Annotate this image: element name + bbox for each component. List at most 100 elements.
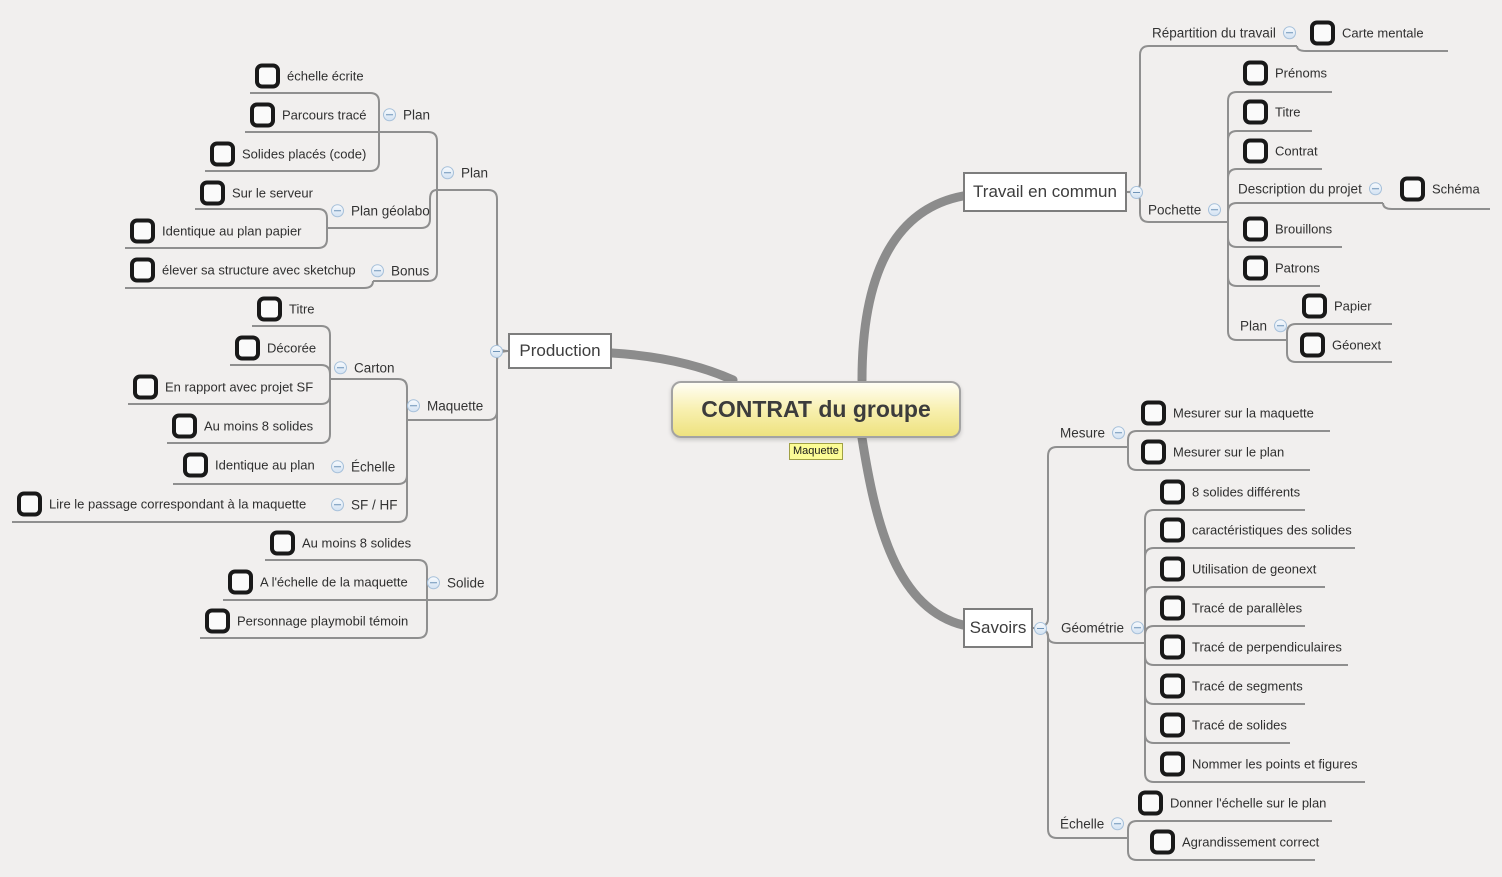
checkbox-icon[interactable] bbox=[1243, 216, 1268, 242]
node-geonext[interactable]: Géonext bbox=[1300, 332, 1381, 358]
node-production[interactable]: Production bbox=[508, 333, 612, 369]
node-solides-places[interactable]: Solides placés (code) bbox=[210, 141, 366, 167]
checkbox-icon[interactable] bbox=[205, 608, 230, 634]
node-carton[interactable]: Carton bbox=[334, 361, 395, 375]
collapse-icon[interactable] bbox=[1130, 186, 1143, 199]
checkbox-icon[interactable] bbox=[1160, 634, 1185, 660]
node-nommer-points-figures[interactable]: Nommer les points et figures bbox=[1160, 751, 1357, 777]
node-agrandissement-correct[interactable]: Agrandissement correct bbox=[1150, 829, 1319, 855]
collapse-icon[interactable] bbox=[490, 345, 503, 358]
node-en-rapport-projet-sf[interactable]: En rapport avec projet SF bbox=[133, 374, 313, 400]
collapse-icon[interactable] bbox=[331, 460, 344, 474]
checkbox-icon[interactable] bbox=[130, 257, 155, 283]
node-echelle-ecrite[interactable]: échelle écrite bbox=[255, 63, 364, 89]
collapse-icon[interactable] bbox=[371, 264, 384, 278]
node-contrat[interactable]: Contrat bbox=[1243, 138, 1318, 164]
checkbox-icon[interactable] bbox=[1160, 751, 1185, 777]
node-8-solides-differents[interactable]: 8 solides différents bbox=[1160, 479, 1300, 505]
node-echelle-level3[interactable]: Échelle bbox=[331, 460, 395, 474]
checkbox-icon[interactable] bbox=[1310, 20, 1335, 46]
node-patrons[interactable]: Patrons bbox=[1243, 255, 1320, 281]
checkbox-icon[interactable] bbox=[1150, 829, 1175, 855]
node-maquette-level2[interactable]: Maquette bbox=[407, 399, 483, 413]
node-au-moins-8-solides[interactable]: Au moins 8 solides bbox=[270, 530, 411, 556]
collapse-icon[interactable] bbox=[1282, 26, 1296, 40]
checkbox-icon[interactable] bbox=[1160, 517, 1185, 543]
collapse-icon[interactable] bbox=[1111, 817, 1125, 831]
collapse-icon[interactable] bbox=[331, 204, 344, 218]
collapse-icon[interactable] bbox=[407, 399, 420, 413]
checkbox-icon[interactable] bbox=[257, 296, 282, 322]
node-a-lechelle-de-la-maquette[interactable]: A l'échelle de la maquette bbox=[228, 569, 408, 595]
node-mesurer-sur-le-plan[interactable]: Mesurer sur le plan bbox=[1141, 439, 1284, 465]
node-trace-solides[interactable]: Tracé de solides bbox=[1160, 712, 1287, 738]
checkbox-icon[interactable] bbox=[172, 413, 197, 439]
central-yellow-tag[interactable]: Maquette bbox=[789, 443, 843, 461]
checkbox-icon[interactable] bbox=[1160, 595, 1185, 621]
collapse-icon[interactable] bbox=[1034, 622, 1047, 635]
checkbox-icon[interactable] bbox=[1300, 332, 1325, 358]
node-sur-le-serveur[interactable]: Sur le serveur bbox=[200, 180, 313, 206]
node-savoirs[interactable]: Savoirs bbox=[963, 608, 1033, 648]
checkbox-icon[interactable] bbox=[270, 530, 295, 556]
node-decoree[interactable]: Décorée bbox=[235, 335, 316, 361]
node-parcours-trace[interactable]: Parcours tracé bbox=[250, 102, 367, 128]
node-bonus[interactable]: Bonus bbox=[371, 264, 429, 278]
node-solide-level2[interactable]: Solide bbox=[427, 576, 485, 590]
node-plan-level2[interactable]: Plan bbox=[441, 166, 488, 180]
node-elever-structure-sketchup[interactable]: élever sa structure avec sketchup bbox=[130, 257, 356, 283]
node-plan-pochette[interactable]: Plan bbox=[1240, 319, 1288, 333]
node-trace-paralleles[interactable]: Tracé de parallèles bbox=[1160, 595, 1302, 621]
node-titre-pochette[interactable]: Titre bbox=[1243, 99, 1301, 125]
checkbox-icon[interactable] bbox=[1141, 439, 1166, 465]
node-mesurer-sur-la-maquette[interactable]: Mesurer sur la maquette bbox=[1141, 400, 1314, 426]
collapse-icon[interactable] bbox=[1274, 319, 1288, 333]
node-titre[interactable]: Titre bbox=[257, 296, 315, 322]
checkbox-icon[interactable] bbox=[250, 102, 275, 128]
node-trace-segments[interactable]: Tracé de segments bbox=[1160, 673, 1303, 699]
checkbox-icon[interactable] bbox=[1243, 138, 1268, 164]
node-geometrie[interactable]: Géométrie bbox=[1061, 621, 1145, 635]
checkbox-icon[interactable] bbox=[200, 180, 225, 206]
checkbox-icon[interactable] bbox=[1243, 60, 1268, 86]
node-mesure[interactable]: Mesure bbox=[1060, 426, 1126, 440]
node-brouillons[interactable]: Brouillons bbox=[1243, 216, 1332, 242]
checkbox-icon[interactable] bbox=[1160, 712, 1185, 738]
collapse-icon[interactable] bbox=[331, 498, 344, 512]
node-sf-hf[interactable]: SF / HF bbox=[331, 498, 398, 512]
node-travail-en-commun[interactable]: Travail en commun bbox=[963, 172, 1127, 212]
node-identique-au-plan[interactable]: Identique au plan bbox=[183, 452, 315, 478]
collapse-icon[interactable] bbox=[1131, 621, 1145, 635]
node-trace-perpendiculaires[interactable]: Tracé de perpendiculaires bbox=[1160, 634, 1342, 660]
node-papier[interactable]: Papier bbox=[1302, 293, 1372, 319]
checkbox-icon[interactable] bbox=[130, 218, 155, 244]
checkbox-icon[interactable] bbox=[1400, 176, 1425, 202]
collapse-icon[interactable] bbox=[334, 361, 347, 375]
checkbox-icon[interactable] bbox=[1138, 790, 1163, 816]
checkbox-icon[interactable] bbox=[1243, 255, 1268, 281]
checkbox-icon[interactable] bbox=[1141, 400, 1166, 426]
checkbox-icon[interactable] bbox=[210, 141, 235, 167]
node-schema[interactable]: Schéma bbox=[1400, 176, 1480, 202]
node-carte-mentale[interactable]: Carte mentale bbox=[1310, 20, 1424, 46]
checkbox-icon[interactable] bbox=[1302, 293, 1327, 319]
checkbox-icon[interactable] bbox=[235, 335, 260, 361]
collapse-icon[interactable] bbox=[1208, 203, 1222, 217]
checkbox-icon[interactable] bbox=[1243, 99, 1268, 125]
node-donner-echelle-plan[interactable]: Donner l'échelle sur le plan bbox=[1138, 790, 1326, 816]
checkbox-icon[interactable] bbox=[17, 491, 42, 517]
node-personnage-playmobil[interactable]: Personnage playmobil témoin bbox=[205, 608, 408, 634]
checkbox-icon[interactable] bbox=[228, 569, 253, 595]
node-repartition-du-travail[interactable]: Répartition du travail bbox=[1152, 26, 1296, 40]
node-description-du-projet[interactable]: Description du projet bbox=[1238, 182, 1382, 196]
checkbox-icon[interactable] bbox=[255, 63, 280, 89]
checkbox-icon[interactable] bbox=[133, 374, 158, 400]
collapse-icon[interactable] bbox=[427, 576, 440, 590]
checkbox-icon[interactable] bbox=[1160, 479, 1185, 505]
checkbox-icon[interactable] bbox=[1160, 673, 1185, 699]
checkbox-icon[interactable] bbox=[1160, 556, 1185, 582]
node-pochette[interactable]: Pochette bbox=[1148, 203, 1222, 217]
node-central[interactable]: CONTRAT du groupe bbox=[671, 381, 961, 438]
collapse-icon[interactable] bbox=[441, 166, 454, 180]
checkbox-icon[interactable] bbox=[183, 452, 208, 478]
